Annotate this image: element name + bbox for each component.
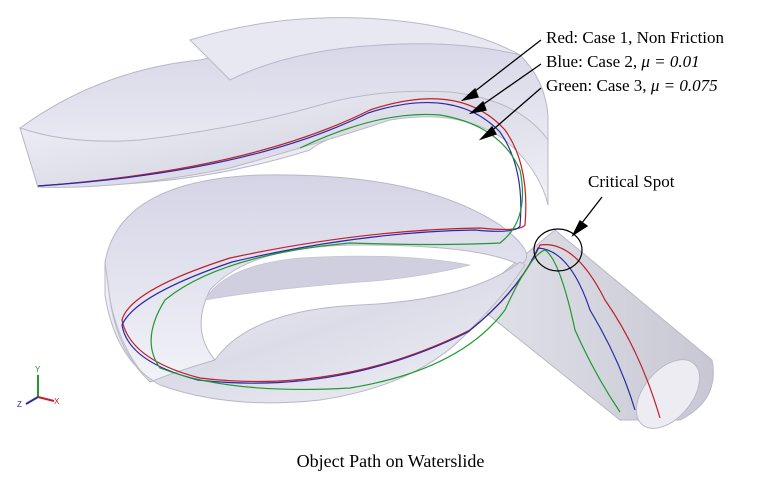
legend-red: Red: Case 1, Non Friction	[546, 28, 724, 48]
axis-y-label: Y	[35, 365, 41, 374]
legend-green-mu: μ = 0.075	[650, 76, 718, 95]
axis-x-label: X	[54, 397, 60, 406]
axis-z-label: Z	[17, 400, 22, 409]
legend-green: Green: Case 3, μ = 0.075	[546, 76, 718, 96]
legend-blue-prefix: Blue: Case 2,	[546, 52, 642, 71]
legend-green-prefix: Green: Case 3,	[546, 76, 651, 95]
critical-spot-label: Critical Spot	[588, 172, 675, 191]
lower-loop	[104, 174, 528, 404]
legend-blue-mu: μ = 0.01	[641, 52, 700, 71]
critical-spot-marker	[533, 228, 583, 272]
upper-loop	[19, 17, 549, 206]
axis-triad: Y Z X	[17, 365, 60, 409]
green-path	[150, 113, 621, 413]
legend-blue: Blue: Case 2, μ = 0.01	[546, 52, 700, 72]
exit-tube	[469, 229, 714, 429]
legend-red-label: Red: Case 1, Non Friction	[546, 28, 725, 47]
figure-caption: Object Path on Waterslide	[296, 451, 485, 471]
legend-arrows	[460, 39, 603, 237]
red-path	[37, 98, 661, 419]
